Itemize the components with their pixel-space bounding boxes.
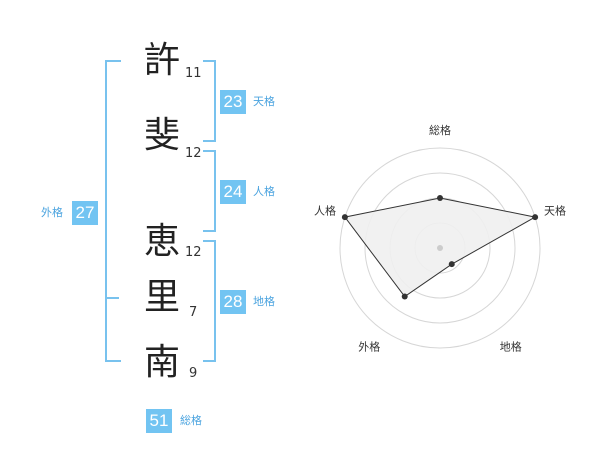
tenkaku-label: 天格 — [253, 95, 275, 108]
name-char-1: 許 — [143, 40, 180, 81]
soukaku-badge: 51 — [146, 409, 172, 433]
radar-point-4 — [341, 214, 348, 221]
radar-point-3 — [401, 293, 408, 300]
stroke-count-2: 12 — [185, 146, 202, 161]
radar-ring-2 — [389, 197, 491, 299]
radar-point-1 — [532, 214, 539, 221]
jinkaku-label: 人格 — [253, 185, 275, 198]
radar-axis-label-4: 人格 — [314, 203, 336, 217]
radar-ring-1 — [414, 222, 466, 274]
radar-axis-label-0: 総格 — [429, 123, 451, 137]
gaikaku-bracket-tick — [105, 297, 119, 299]
name-char-5: 南 — [143, 342, 180, 383]
chikaku-bracket — [203, 240, 216, 362]
tenkaku-bracket — [203, 60, 216, 142]
chikaku-badge: 28 — [220, 290, 246, 314]
gaikaku-bracket — [105, 60, 121, 362]
radar-point-2 — [448, 261, 455, 268]
name-char-3: 恵 — [143, 221, 180, 262]
chikaku-label: 地格 — [253, 295, 275, 308]
stroke-count-1: 11 — [185, 66, 202, 81]
stroke-count-5: 9 — [189, 366, 198, 381]
radar-center — [437, 245, 443, 251]
stroke-count-3: 12 — [185, 245, 202, 260]
name-char-2: 斐 — [143, 115, 180, 156]
soukaku-label: 総格 — [180, 414, 202, 427]
radar-ring-4 — [339, 147, 541, 349]
jinkaku-bracket — [203, 150, 216, 232]
tenkaku-badge: 23 — [220, 90, 246, 114]
gaikaku-label: 外格 — [41, 206, 63, 219]
radar-axis-label-1: 天格 — [544, 203, 566, 217]
radar-ring-3 — [364, 172, 516, 324]
gaikaku-badge: 27 — [72, 201, 98, 225]
radar-area — [344, 197, 537, 298]
radar-point-0 — [437, 195, 443, 201]
jinkaku-badge: 24 — [220, 180, 246, 204]
name-char-4: 里 — [143, 277, 180, 318]
radar-axis-label-3: 外格 — [358, 340, 380, 354]
stroke-count-4: 7 — [189, 305, 198, 320]
radar-axis-label-2: 地格 — [500, 340, 522, 354]
